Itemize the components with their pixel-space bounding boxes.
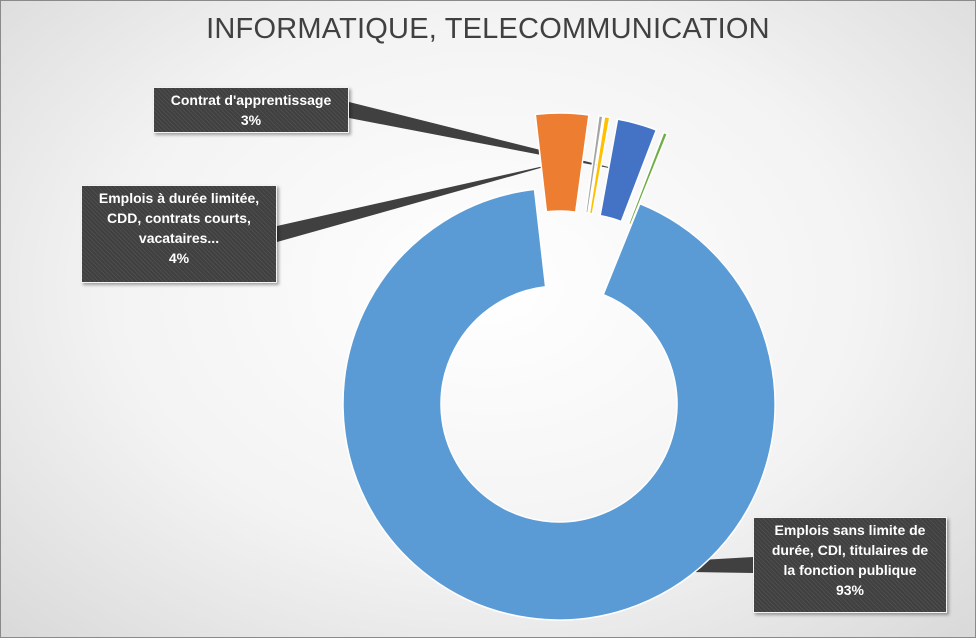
donut-slice (534, 112, 590, 213)
data-label-contrat-apprentissage: Contrat d'apprentissage 3% (153, 87, 349, 133)
data-label-line: Emplois sans limite de (774, 522, 926, 538)
data-label-emplois-sans-limite: Emplois sans limite de durée, CDI, titul… (753, 517, 947, 613)
donut-slice (342, 188, 776, 621)
donut-slice (588, 115, 611, 215)
data-label-line: CDD, contrats courts, (107, 210, 251, 226)
data-label-emplois-duree-limitee: Emplois à durée limitée, CDD, contrats c… (81, 185, 277, 283)
data-label-line: Contrat d'apprentissage (170, 92, 332, 108)
data-label-line: vacataires... (138, 230, 220, 246)
chart-title: INFORMATIQUE, TELECOMMUNICATION (206, 13, 770, 45)
data-label-line: la fonction publique (783, 562, 917, 578)
donut-slice (584, 114, 604, 215)
data-label-percent: 4% (168, 250, 190, 266)
donut-slices (342, 112, 776, 621)
leader-line (277, 162, 562, 242)
data-label-percent: 3% (240, 112, 262, 128)
donut-slice (599, 118, 658, 223)
data-label-line: durée, CDI, titulaires de (771, 542, 929, 558)
data-label-percent: 93% (835, 582, 865, 598)
donut-slice (627, 131, 669, 226)
data-label-line: Emplois à durée limitée, (98, 190, 260, 206)
